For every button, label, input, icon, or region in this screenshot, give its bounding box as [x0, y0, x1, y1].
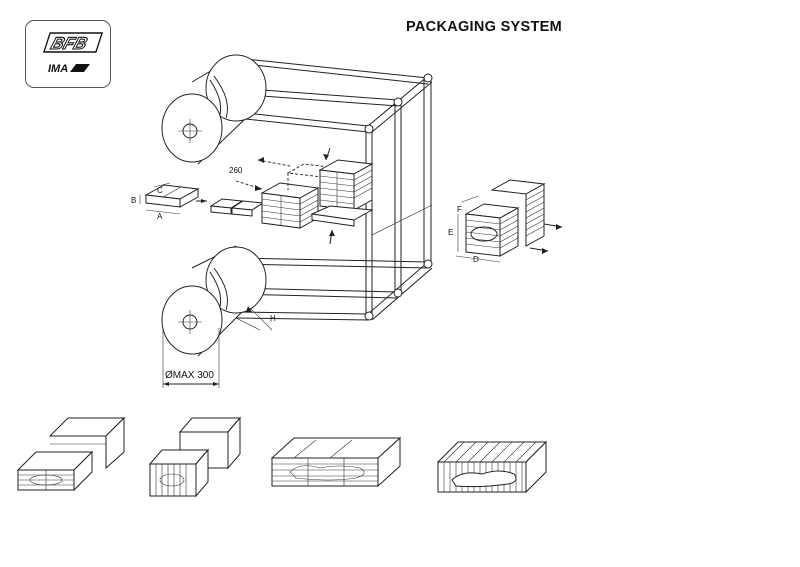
c-label: C	[157, 186, 163, 195]
single-product: B A C	[131, 182, 207, 221]
e-label: E	[448, 228, 453, 237]
d-label: D	[473, 255, 479, 264]
pack-example-3	[270, 436, 402, 488]
reel-diameter-label: ØMAX 300	[165, 370, 214, 381]
f-label: F	[457, 205, 462, 214]
a-label: A	[157, 212, 163, 221]
pack-example-4	[436, 440, 548, 494]
bottom-film-reel	[161, 245, 267, 357]
company-logo: BFB IMA	[25, 20, 111, 88]
logo-bfb-mark: BFB	[43, 32, 104, 53]
logo-brand-top: BFB	[49, 33, 90, 52]
infeed-row: 260	[209, 157, 320, 229]
grouping-station	[286, 147, 374, 245]
top-film-reel	[161, 54, 267, 165]
pack-example-2	[148, 416, 242, 498]
logo-brand-bottom: IMA	[48, 63, 68, 75]
reel-diameter-dimension: ØMAX 300	[162, 328, 220, 388]
logo-mark: BFB IMA	[43, 32, 104, 75]
film-h-dimension: H	[235, 306, 276, 331]
infeed-length-label: 260	[229, 166, 243, 175]
b-label: B	[131, 196, 136, 205]
page-title: PACKAGING SYSTEM	[406, 19, 562, 35]
outfeed-pack: E F D	[448, 179, 563, 264]
pack-example-1	[16, 416, 126, 492]
h-label: H	[270, 314, 276, 323]
